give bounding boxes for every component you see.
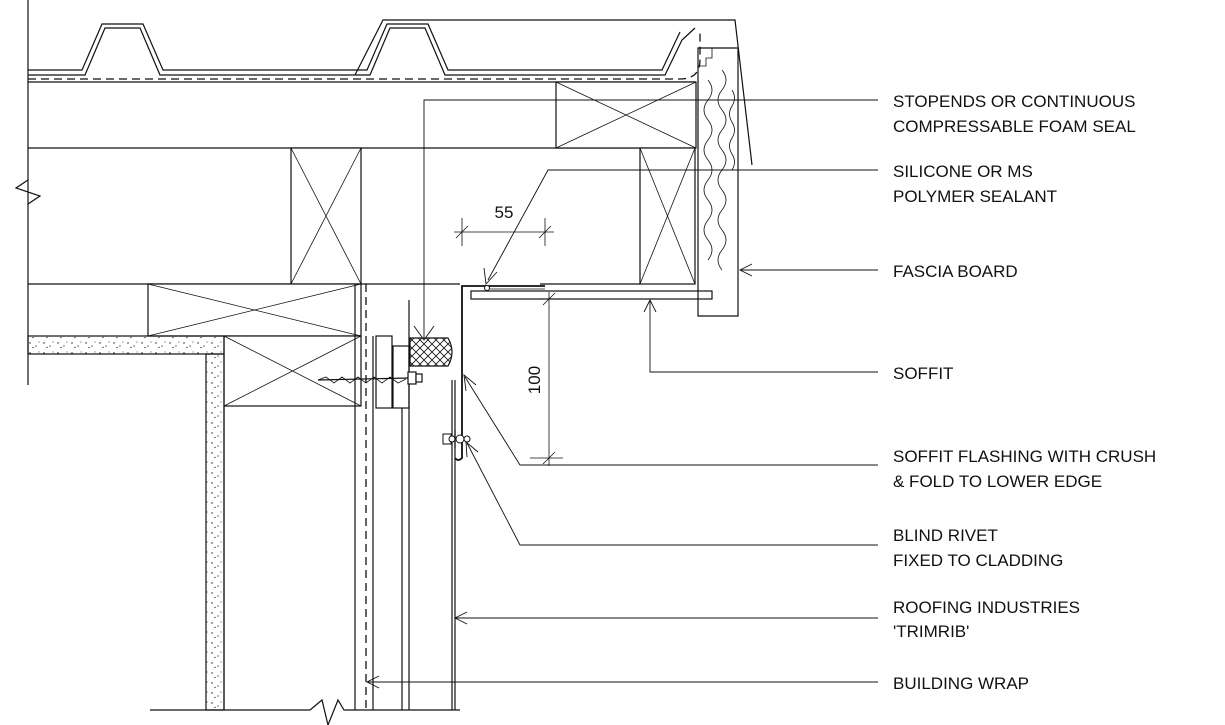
label-silicone-1: SILICONE OR MS: [893, 162, 1033, 181]
soffit-flashing: [454, 285, 545, 461]
ceiling-lining: [27, 284, 356, 711]
label-soffit: SOFFIT: [893, 364, 953, 383]
label-stopends-1: STOPENDS OR CONTINUOUS: [893, 92, 1135, 111]
soffit-board: [470, 290, 713, 300]
label-flashing-1: SOFFIT FLASHING WITH CRUSH: [893, 447, 1156, 466]
label-rivet-1: BLIND RIVET: [893, 526, 998, 545]
foam-seal: [409, 337, 453, 367]
fascia-board: [697, 47, 739, 317]
label-stopends-2: COMPRESSABLE FOAM SEAL: [893, 117, 1136, 136]
screw-fixing: [317, 371, 423, 385]
leader-lines: [365, 99, 878, 689]
ceiling-joist: [290, 147, 362, 285]
label-rivet-2: FIXED TO CLADDING: [893, 551, 1063, 570]
label-roofing-2: 'TRIMRIB': [893, 622, 969, 641]
label-building-wrap: BUILDING WRAP: [893, 674, 1029, 693]
label-fascia: FASCIA BOARD: [893, 262, 1018, 281]
cavity-and-cladding: [372, 300, 456, 710]
dimension-55: 55: [454, 203, 554, 246]
purlin-top: [555, 81, 697, 149]
wall-plate: [147, 283, 362, 337]
roof-sheet: [28, 19, 753, 166]
label-roofing-1: ROOFING INDUSTRIES: [893, 598, 1080, 617]
fascia-block: [639, 147, 696, 285]
dimension-100-label: 100: [525, 366, 544, 394]
label-flashing-2: & FOLD TO LOWER EDGE: [893, 472, 1102, 491]
break-line: [150, 698, 460, 725]
dimension-55-label: 55: [495, 203, 514, 222]
top-plate: [223, 335, 362, 407]
blind-rivet: [442, 430, 471, 448]
label-silicone-2: POLYMER SEALANT: [893, 187, 1057, 206]
callout-labels: STOPENDS OR CONTINUOUS COMPRESSABLE FOAM…: [893, 92, 1156, 693]
dimension-100: 100: [525, 292, 563, 466]
